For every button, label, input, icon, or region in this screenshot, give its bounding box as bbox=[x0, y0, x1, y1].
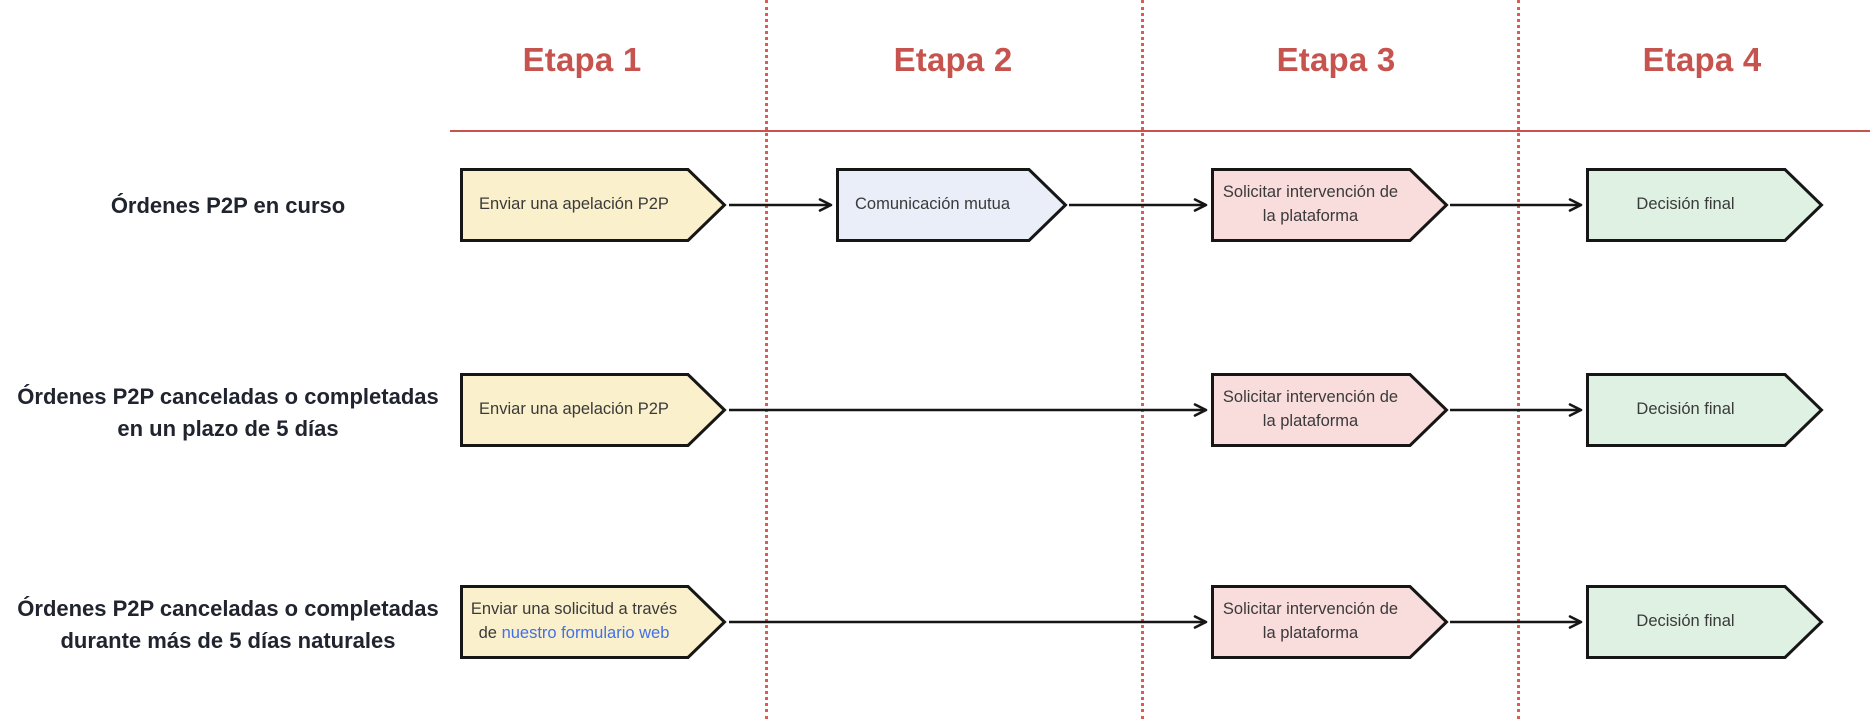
step-submit-p2p-appeal-row2: Enviar una apelación P2P bbox=[460, 373, 727, 447]
stage-header-etapa-3: Etapa 3 bbox=[1276, 41, 1396, 78]
step-request-platform-intervention-row1: Solicitar intervención de la plataforma bbox=[1211, 168, 1449, 242]
step-label: Decisión final bbox=[1636, 612, 1735, 631]
step-final-decision-row2: Decisión final bbox=[1586, 373, 1824, 447]
step-request-platform-intervention-row3: Solicitar intervención de la plataforma bbox=[1211, 585, 1449, 659]
stage-header-etapa-4: Etapa 4 bbox=[1642, 41, 1762, 78]
web-form-link[interactable]: nuestro formulario web bbox=[501, 624, 670, 642]
step-mutual-communication: Comunicación mutua bbox=[836, 168, 1068, 242]
step-label-text: Enviar una solicitud a través de bbox=[470, 600, 678, 642]
stage-header-etapa-2: Etapa 2 bbox=[893, 41, 1013, 78]
step-request-platform-intervention-row2: Solicitar intervención de la plataforma bbox=[1211, 373, 1449, 447]
step-label: Enviar una solicitud a través de nuestro… bbox=[468, 585, 680, 659]
step-label: Solicitar intervención de la plataforma bbox=[1222, 388, 1399, 430]
step-label: Decisión final bbox=[1636, 195, 1735, 214]
row-label-orders-within-5-days: Órdenes P2P canceladas o completadas en … bbox=[17, 384, 439, 441]
step-submit-p2p-appeal-row1: Enviar una apelación P2P bbox=[460, 168, 727, 242]
stage-divider-2 bbox=[1141, 0, 1144, 719]
step-label: Enviar una apelación P2P bbox=[479, 400, 669, 419]
stage-divider-3 bbox=[1517, 0, 1520, 719]
step-label: Solicitar intervención de la plataforma bbox=[1222, 183, 1399, 225]
row-label-orders-in-progress: Órdenes P2P en curso bbox=[110, 193, 346, 218]
stage-divider-1 bbox=[765, 0, 768, 719]
row-label-orders-over-5-days: Órdenes P2P canceladas o completadas dur… bbox=[17, 596, 439, 653]
step-submit-web-form-request: Enviar una solicitud a través de nuestro… bbox=[460, 585, 727, 659]
step-label: Enviar una apelación P2P bbox=[479, 195, 669, 214]
step-final-decision-row1: Decisión final bbox=[1586, 168, 1824, 242]
step-final-decision-row3: Decisión final bbox=[1586, 585, 1824, 659]
stage-header-rule bbox=[450, 130, 1870, 132]
stage-header-etapa-1: Etapa 1 bbox=[522, 41, 642, 78]
step-label: Comunicación mutua bbox=[855, 195, 1010, 214]
step-label: Solicitar intervención de la plataforma bbox=[1222, 600, 1399, 642]
step-label: Decisión final bbox=[1636, 400, 1735, 419]
